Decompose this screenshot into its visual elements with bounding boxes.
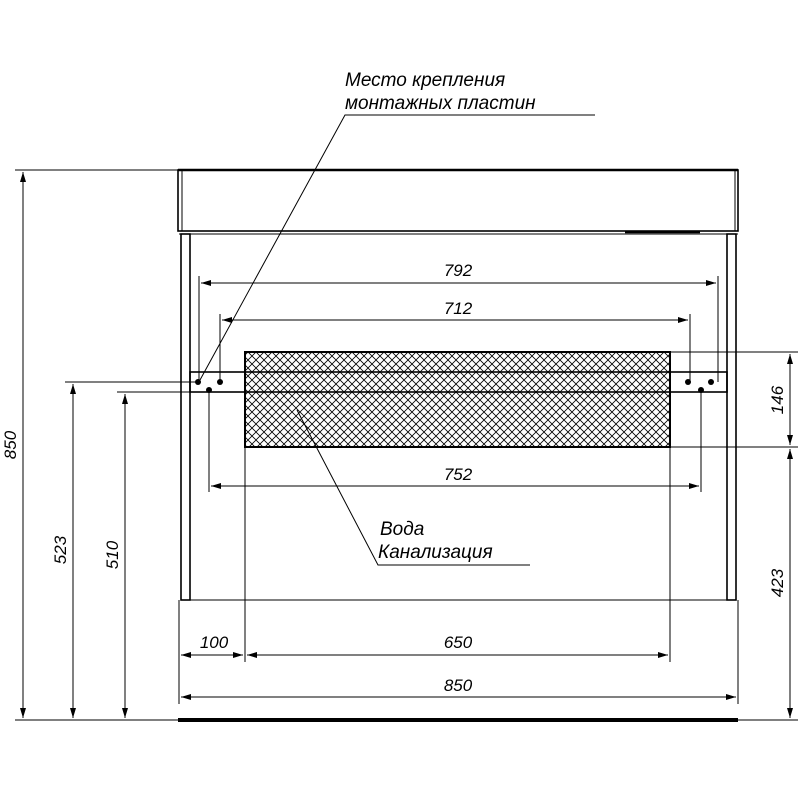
dim-523: 523 <box>51 535 70 564</box>
mounting-label-line2: монтажных пластин <box>345 93 536 114</box>
basin <box>177 168 739 234</box>
dim-510: 510 <box>103 540 122 569</box>
dim-850-width: 850 <box>444 676 473 695</box>
dim-146: 146 <box>768 385 787 414</box>
utility-zone <box>244 351 671 448</box>
dim-850-height: 850 <box>1 430 20 459</box>
water-label: Вода <box>380 519 424 540</box>
dim-650: 650 <box>444 633 473 652</box>
dim-712: 712 <box>444 299 473 318</box>
dim-792: 792 <box>444 261 473 280</box>
dimension-lines <box>15 114 798 721</box>
cabinet <box>179 233 738 601</box>
mounting-label-line1: Место крепления <box>345 70 505 91</box>
sewer-label: Канализация <box>378 542 493 563</box>
dim-100: 100 <box>200 633 229 652</box>
dim-752: 752 <box>444 465 473 484</box>
dim-423: 423 <box>768 568 787 597</box>
